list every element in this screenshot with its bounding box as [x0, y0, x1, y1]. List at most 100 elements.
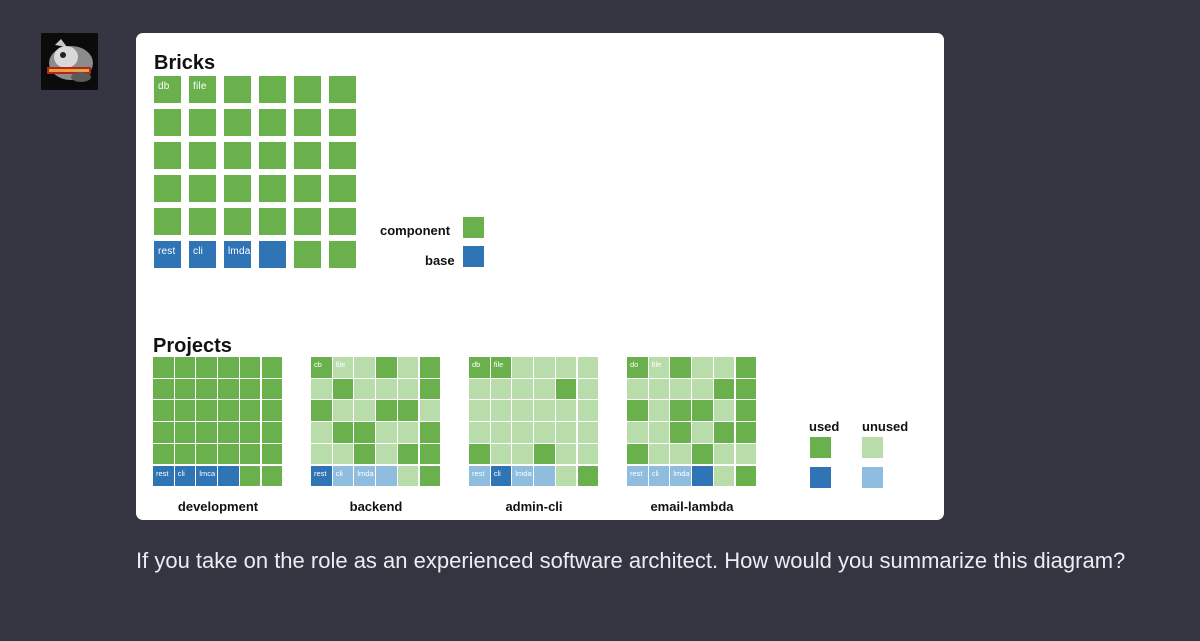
- brick-component: [294, 241, 321, 268]
- project-cell: [397, 422, 420, 444]
- brick-component: [224, 175, 251, 202]
- brick-component: [224, 208, 251, 235]
- legend-used-component-swatch: [810, 437, 831, 458]
- project-cell: [196, 357, 219, 379]
- project-cell: [153, 443, 175, 466]
- brick-component: [154, 142, 181, 169]
- project-cell: [577, 443, 600, 466]
- project-cell: lmda: [670, 465, 693, 488]
- project-cell: [332, 443, 355, 466]
- project-cell: [261, 422, 284, 444]
- user-avatar: [41, 33, 98, 90]
- project-cell: [577, 422, 600, 444]
- project-cell: [174, 378, 197, 401]
- project-cell: [670, 422, 693, 444]
- project-cell: [577, 400, 600, 423]
- project-cell: [332, 378, 355, 401]
- brick-component: [329, 175, 356, 202]
- project-cell: [648, 378, 671, 401]
- brick-component: [224, 142, 251, 169]
- project-cell: [376, 465, 398, 488]
- project-cell: [261, 443, 284, 466]
- brick-component: [294, 175, 321, 202]
- project-cell: [261, 357, 284, 379]
- project-cell: [419, 400, 442, 423]
- project-cell: [239, 378, 262, 401]
- project-cell: [354, 400, 377, 423]
- project-cell: [218, 443, 240, 466]
- project-cell: [555, 378, 578, 401]
- project-cell: [311, 378, 333, 401]
- project-cell: [419, 378, 442, 401]
- project-cell: [713, 357, 736, 379]
- legend-unused-base-swatch: [862, 467, 883, 488]
- project-cell: [735, 465, 758, 488]
- brick-component: file: [189, 76, 216, 103]
- project-cell: file: [648, 357, 671, 379]
- project-cell: [196, 443, 219, 466]
- brick-component: [329, 208, 356, 235]
- legend-component-swatch: [463, 217, 484, 238]
- brick-component: [259, 76, 286, 103]
- project-cell: rest: [153, 465, 175, 488]
- project-cell: [261, 400, 284, 423]
- project-cell: [332, 422, 355, 444]
- project-cell: [419, 465, 442, 488]
- project-name: backend: [349, 499, 403, 514]
- project-cell: file: [332, 357, 355, 379]
- project-cell: [311, 422, 333, 444]
- project-cell: rest: [469, 465, 491, 488]
- project-cell: lmda: [512, 465, 535, 488]
- project-cell: [713, 400, 736, 423]
- project-cell: [261, 378, 284, 401]
- project-cell: [490, 443, 513, 466]
- project-cell: [577, 357, 600, 379]
- project-cell: [469, 422, 491, 444]
- brick-component: [259, 208, 286, 235]
- project-cell: [670, 400, 693, 423]
- project-cell: [692, 357, 714, 379]
- brick-base: rest: [154, 241, 181, 268]
- legend-unused-label: unused: [862, 419, 909, 434]
- project-cell: [490, 400, 513, 423]
- project-cell: [577, 465, 600, 488]
- brick-base: [259, 241, 286, 268]
- project-cell: [311, 443, 333, 466]
- project-cell: [713, 422, 736, 444]
- brick-component: [259, 142, 286, 169]
- project-cell: [735, 357, 758, 379]
- project-cell: [648, 422, 671, 444]
- brick-component: [259, 175, 286, 202]
- project-cell: cli: [648, 465, 671, 488]
- project-cell: [555, 357, 578, 379]
- project-cell: [534, 357, 556, 379]
- project-cell: file: [490, 357, 513, 379]
- project-cell: [354, 378, 377, 401]
- project-cell: [239, 465, 262, 488]
- project-name: email-lambda: [650, 499, 734, 514]
- project-cell: [376, 357, 398, 379]
- project-cell: [555, 443, 578, 466]
- project-cell: [648, 400, 671, 423]
- project-cell: rest: [627, 465, 649, 488]
- project-cell: [354, 357, 377, 379]
- legend-base-label: base: [425, 253, 455, 268]
- project-cell: [534, 378, 556, 401]
- project-cell: [239, 357, 262, 379]
- project-cell: [153, 400, 175, 423]
- project-cell: [627, 378, 649, 401]
- project-cell: [419, 443, 442, 466]
- project-cell: [354, 422, 377, 444]
- project-cell: [534, 400, 556, 423]
- project-cell: [239, 422, 262, 444]
- project-cell: cli: [490, 465, 513, 488]
- legend-used-label: used: [809, 419, 840, 434]
- project-cell: [735, 443, 758, 466]
- brick-component: [189, 109, 216, 136]
- project-cell: [218, 465, 240, 488]
- project-cell: [577, 378, 600, 401]
- project-cell: [692, 465, 714, 488]
- projects-title: Projects: [153, 335, 232, 357]
- project-cell: [376, 378, 398, 401]
- brick-component: [329, 76, 356, 103]
